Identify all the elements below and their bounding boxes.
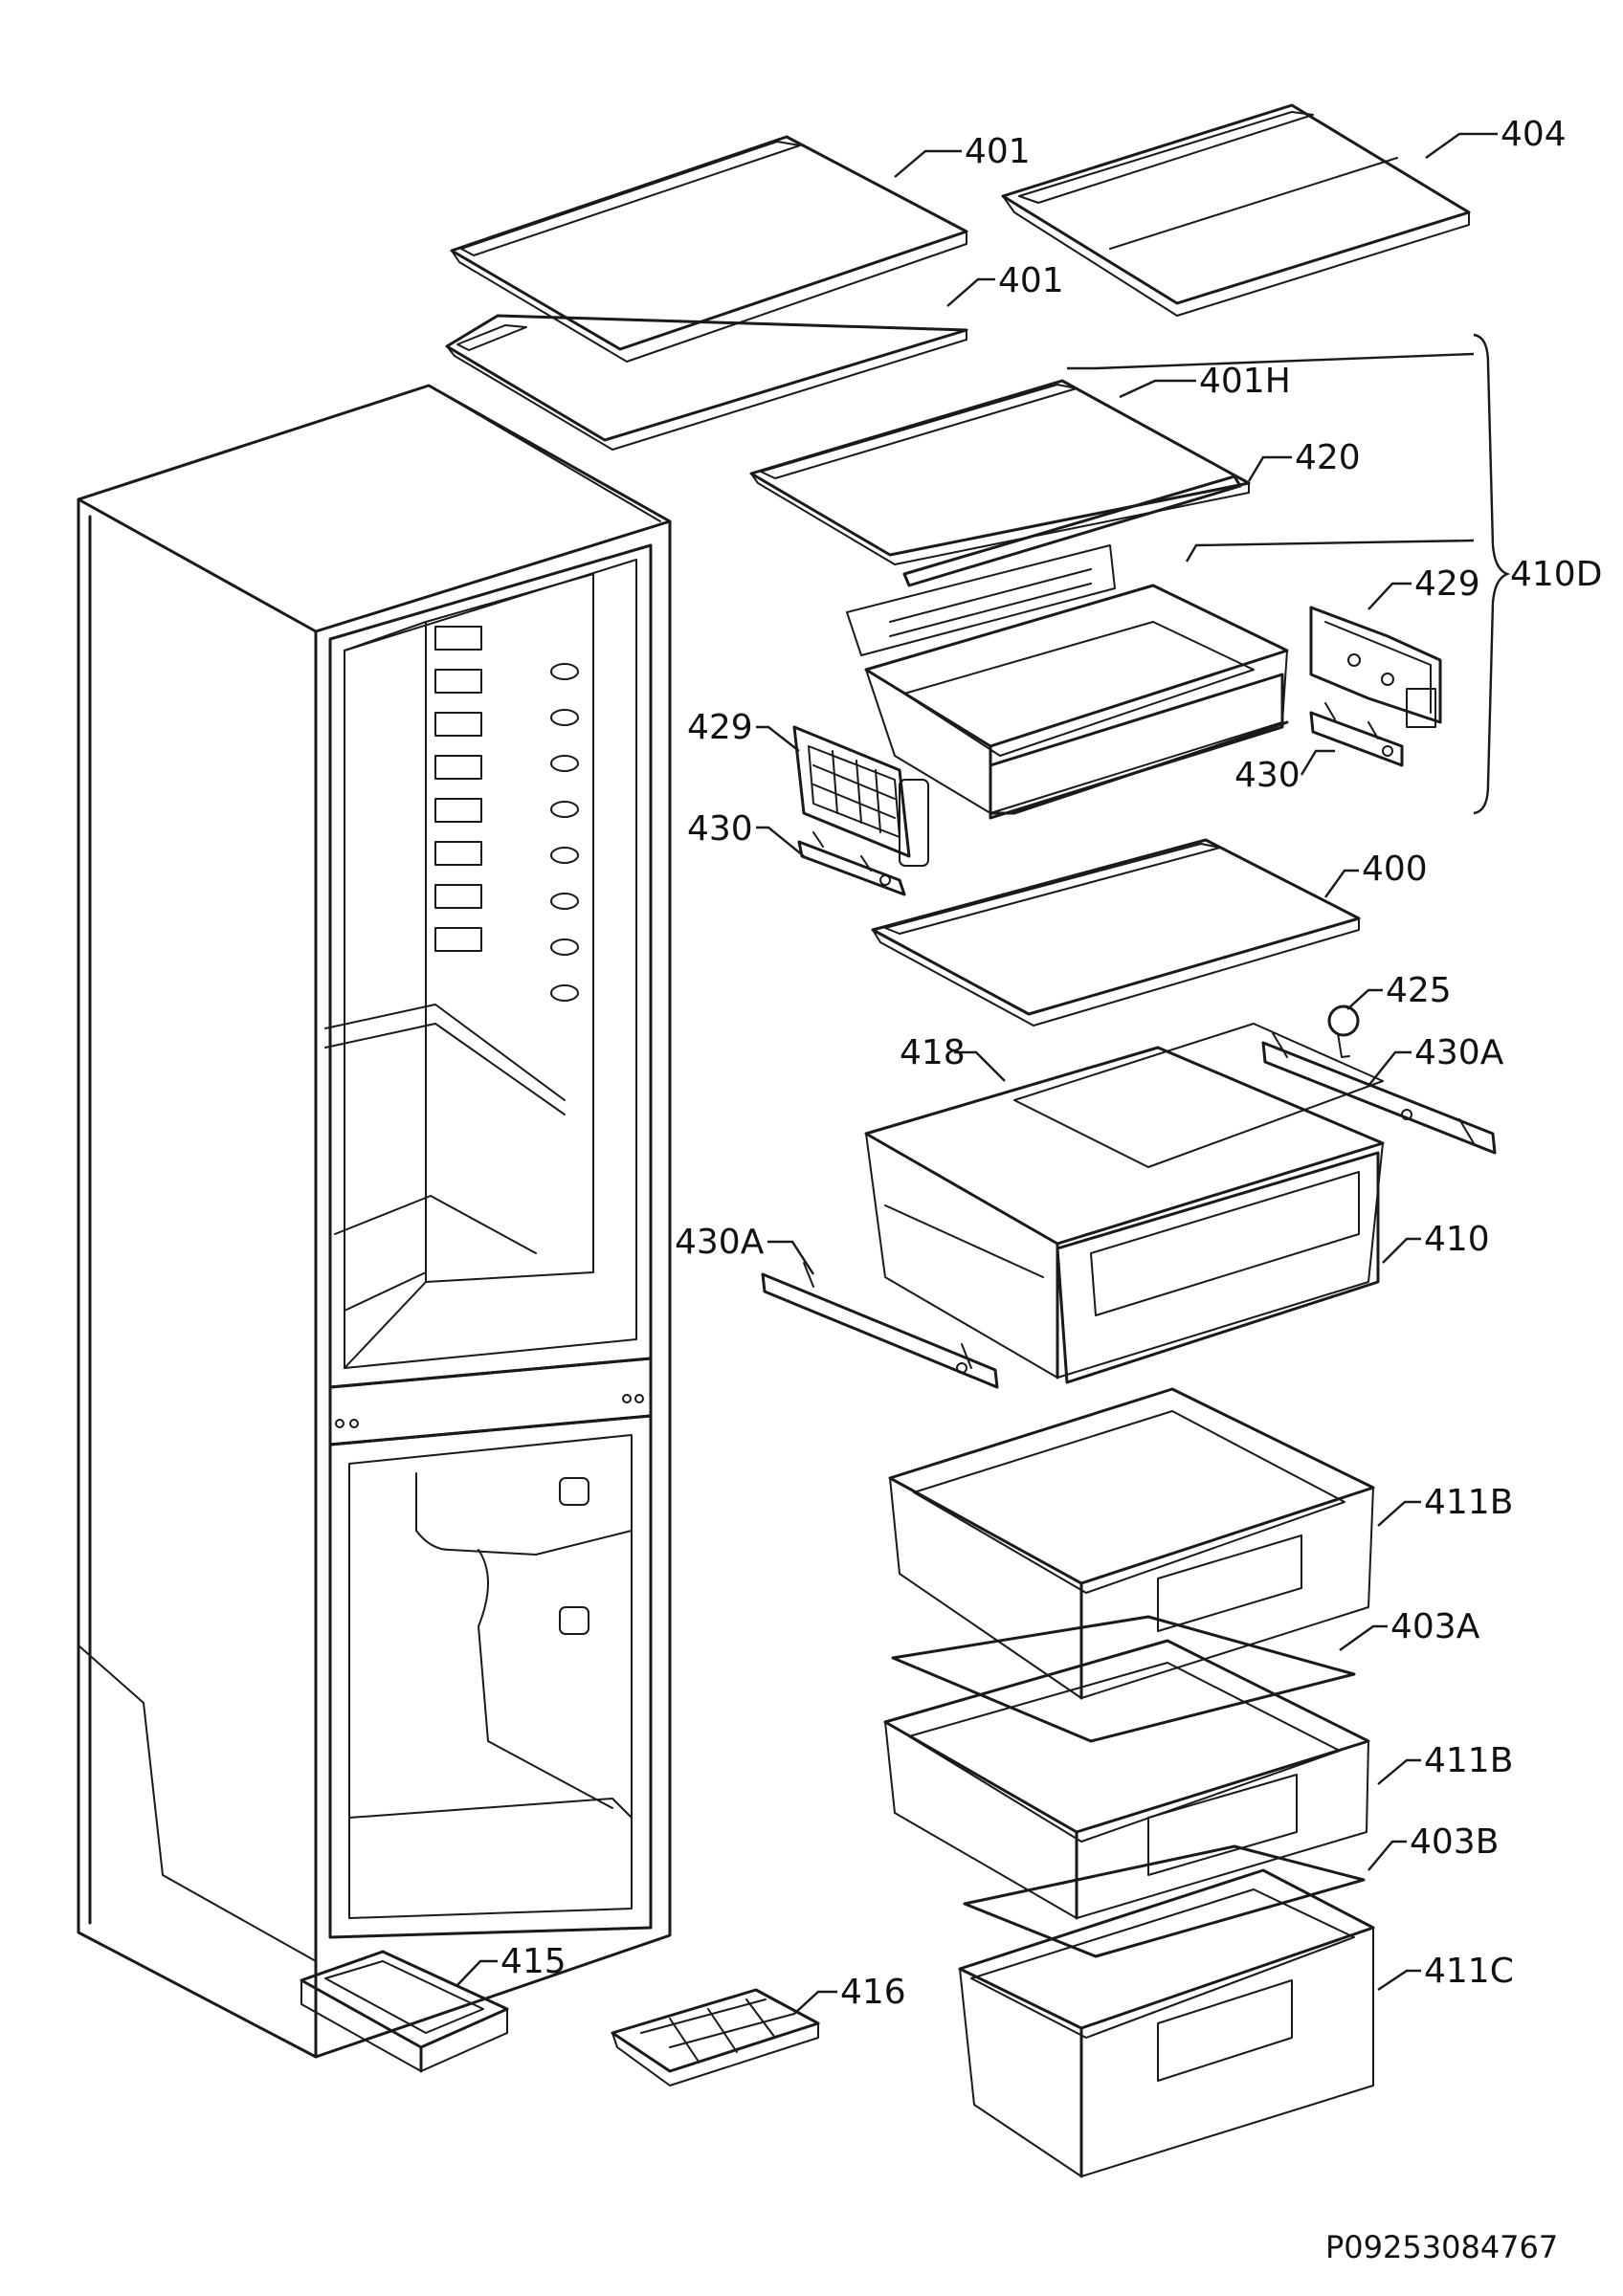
callout-416: 416 [840, 1973, 906, 2012]
rail-430A-right [1261, 1032, 1497, 1155]
document-number: P09253084767 [1325, 2229, 1558, 2265]
callout-430-right: 430 [1234, 756, 1301, 795]
freezer-divider-403A [891, 1615, 1356, 1743]
freezer-drawer-411C [958, 1868, 1375, 2178]
drawer-410D [864, 584, 1289, 820]
callout-430A-left: 430A [675, 1223, 765, 1262]
callout-418: 418 [900, 1033, 966, 1072]
glass-shelf-400 [871, 838, 1361, 1027]
callout-425: 425 [1386, 971, 1452, 1010]
rail-430A-left [761, 1262, 999, 1389]
callout-429-left: 429 [687, 708, 753, 747]
drawer-410 [864, 1023, 1385, 1384]
ice-tray-416 [611, 1988, 820, 2086]
callout-403A: 403A [1390, 1607, 1480, 1646]
freezer-drawer-411B-lower [883, 1639, 1370, 1920]
rail-430-left [797, 831, 906, 896]
bracket-429-left [792, 725, 929, 867]
callout-401H: 401H [1199, 362, 1291, 401]
callout-410: 410 [1424, 1220, 1490, 1259]
shelf-trim-420 [902, 475, 1242, 587]
glass-shelf-404 [1001, 103, 1471, 317]
group-bracket-410D [1473, 333, 1511, 815]
divider-panel [846, 544, 1116, 656]
glass-shelf-401-lower [445, 314, 968, 451]
refrigerator-cabinet [77, 384, 672, 2059]
freezer-drawer-411B-upper [888, 1387, 1375, 1700]
callout-404: 404 [1501, 115, 1567, 154]
callout-429-right: 429 [1414, 564, 1480, 604]
callout-411B-upper: 411B [1424, 1483, 1513, 1522]
rail-430-right [1309, 702, 1404, 767]
callout-430-left: 430 [687, 809, 753, 849]
callout-400: 400 [1362, 850, 1428, 889]
callout-403B: 403B [1410, 1822, 1499, 1862]
callout-411B-lower: 411B [1424, 1741, 1513, 1780]
callout-401-upper: 401 [965, 132, 1031, 171]
bracket-429-right [1309, 606, 1442, 728]
callout-420: 420 [1295, 438, 1361, 477]
glass-shelf-401H [749, 379, 1251, 565]
callout-401-lower: 401 [998, 261, 1064, 300]
leader-lines [456, 132, 1498, 2015]
callout-labels: 401 404 401 401H 420 429 410D 429 430 43… [500, 115, 1602, 2012]
callout-411C: 411C [1424, 1952, 1514, 1991]
callout-410D: 410D [1510, 555, 1602, 594]
knob-425 [1327, 1004, 1360, 1058]
ice-tray-415 [300, 1950, 509, 2073]
callout-430A-right: 430A [1414, 1033, 1504, 1072]
callout-415: 415 [500, 1942, 567, 1981]
shelf-supports [434, 626, 579, 1002]
